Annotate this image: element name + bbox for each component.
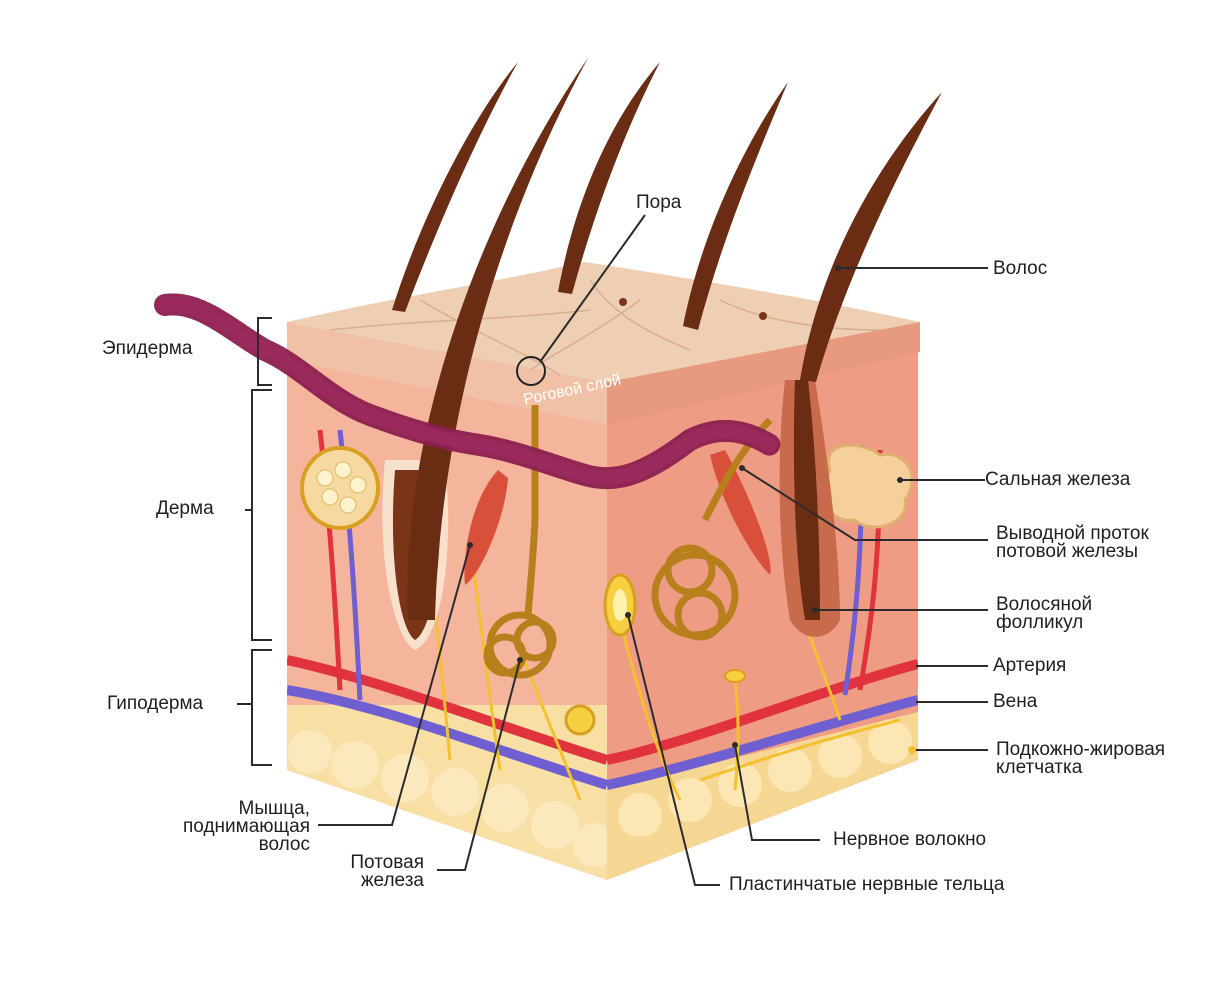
leader-dots	[467, 265, 903, 748]
lamellar-corpuscle-small-2	[724, 669, 746, 683]
label-arrector-line1: Мышца,	[238, 798, 310, 819]
label-sweat-gland-line2: железа	[360, 870, 424, 891]
leader-lines	[318, 214, 988, 886]
label-pore: Пора	[636, 192, 682, 213]
arrector-muscle-left	[464, 470, 508, 585]
label-arrector-line3: волос	[258, 834, 310, 855]
label-hair-follicle: Волосяной фолликул	[996, 594, 1093, 633]
label-hair: Волос	[993, 258, 1048, 279]
label-lamellar-corpuscles: Пластинчатые нервные тельца	[729, 874, 1005, 895]
label-sweat-duct-line1: Выводной проток	[996, 523, 1149, 544]
label-sweat-duct: Выводной проток потовой железы	[996, 523, 1149, 562]
hair-shafts	[392, 58, 942, 620]
label-subcutaneous-line2: клетчатка	[996, 757, 1083, 778]
label-hair-follicle-line2: фолликул	[996, 612, 1084, 633]
pore-marker	[516, 356, 546, 386]
hair-follicle-right	[779, 380, 840, 637]
artery-marker	[908, 662, 916, 670]
label-sweat-duct-line2: потовой железы	[996, 541, 1139, 562]
label-subcutaneous-line1: Подкожно-жировая	[996, 739, 1166, 760]
label-hypodermis: Гиподерма	[107, 693, 204, 714]
corpuscle-core	[613, 589, 627, 621]
vein-marker	[908, 698, 916, 706]
label-sweat-gland-line1: Потовая	[350, 852, 424, 873]
pore-dot	[619, 298, 627, 306]
sebaceous-gland-right	[822, 443, 914, 529]
label-arrector-muscle: Мышца, поднимающая волос	[140, 798, 310, 855]
sweat-gland-left	[483, 405, 557, 679]
label-dermis: Дерма	[156, 498, 214, 519]
label-nerve-fiber: Нервное волокно	[833, 829, 987, 850]
stratum-corneum-overlay-core	[158, 297, 777, 486]
label-epidermis: Эпидерма	[102, 338, 193, 359]
label-vein: Вена	[993, 691, 1038, 712]
sebaceous-gland-left	[300, 446, 380, 530]
lamellar-corpuscle-small	[564, 704, 596, 736]
fat-marker	[908, 746, 916, 754]
label-subcutaneous: Подкожно-жировая клетчатка	[996, 739, 1166, 778]
layer-brackets	[237, 317, 272, 766]
pore-dot	[759, 312, 767, 320]
label-arrector-line2: поднимающая	[183, 816, 310, 837]
epidermis-side-band	[607, 322, 920, 425]
label-hair-follicle-line1: Волосяной	[996, 594, 1093, 615]
label-sebaceous-gland: Сальная железа	[985, 469, 1131, 490]
skin-surface-top	[287, 262, 920, 382]
label-sweat-gland: Потовая железа	[320, 852, 424, 891]
label-artery: Артерия	[993, 655, 1067, 676]
